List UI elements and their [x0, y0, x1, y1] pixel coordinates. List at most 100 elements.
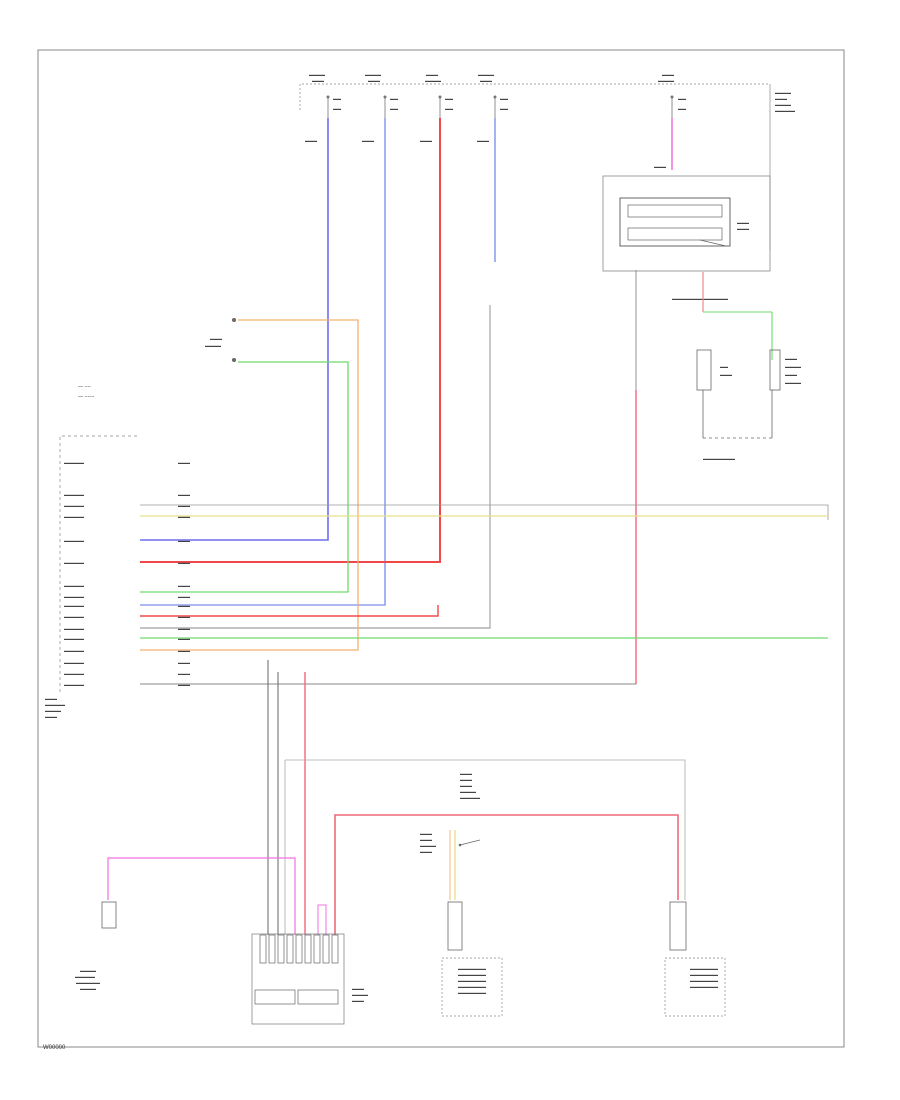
pressure-switch-block: ▬▬▬▬▬▬▬▬▬▬▬▬▬▬ ▬▬▬▬▬ ▬▬▬▬▬▬▬ ▬▬▬▬▬▬▬ ▬▬▬…	[672, 272, 801, 461]
wire-red-3	[140, 118, 441, 563]
control-module: ▬▬▬▬▬▬▬▬ ▬▬▬▬▬▬▬	[45, 435, 138, 719]
relay-box: ▬▬▬▬▬▬ ▬▬▬	[602, 164, 771, 272]
module-pin-color: ▬▬▬	[178, 614, 190, 619]
svg-text:▬▬▬▬▬▬▬▬▬▬▬▬▬▬: ▬▬▬▬▬▬▬▬▬▬▬▬▬▬	[672, 296, 728, 301]
svg-text:▬▬: ▬▬	[500, 96, 508, 101]
module-pin-label: ▬▬▬▬▬	[64, 514, 84, 519]
module-pin-label: ▬▬▬▬▬	[64, 460, 84, 465]
wires	[107, 118, 829, 935]
legend-item-1: — ----	[78, 384, 91, 390]
module-pin-color: ▬▬▬	[178, 492, 190, 497]
svg-text:▬▬▬▬▬▬▬: ▬▬▬▬▬▬▬	[458, 978, 486, 983]
svg-text:▬▬▬▬: ▬▬▬▬	[309, 72, 325, 77]
svg-text:▬▬: ▬▬	[333, 96, 341, 101]
harness-pin	[295, 934, 303, 964]
module-pin-label: ▬▬▬▬▬	[64, 648, 84, 653]
wire-blue-1	[140, 118, 329, 541]
module-pin-color: ▬▬▬	[178, 648, 190, 653]
svg-text:▬▬: ▬▬	[500, 106, 508, 111]
svg-text:▬▬▬▬▬: ▬▬▬▬▬	[460, 795, 480, 800]
svg-text:▬▬: ▬▬	[720, 364, 728, 369]
wire-light-blue-2	[140, 118, 386, 606]
sensor-small-left: ▬▬▬▬▬▬▬	[205, 318, 236, 362]
svg-text:▬▬▬▬▬: ▬▬▬▬▬	[775, 108, 795, 113]
module-pin-label: ▬▬▬▬▬	[64, 626, 84, 631]
svg-text:▬▬: ▬▬	[678, 106, 686, 111]
svg-text:▬▬▬: ▬▬▬	[45, 696, 57, 701]
svg-text:▬▬▬: ▬▬▬	[420, 837, 432, 842]
module-pin-label: ▬▬▬▬▬	[64, 614, 84, 619]
fuse-2: ▬▬▬▬▬▬▬ ▬▬▬▬ ▬▬▬	[362, 72, 398, 143]
svg-text:▬▬▬▬▬▬▬▬: ▬▬▬▬▬▬▬▬	[703, 456, 735, 461]
svg-text:▬▬▬▬: ▬▬▬▬	[365, 72, 381, 77]
diagram-frame	[37, 49, 845, 1048]
legend-item-2: — ------	[78, 394, 95, 400]
module-pin-color: ▬▬▬	[178, 660, 190, 665]
legend: — ---- — ------	[78, 384, 95, 400]
harness-pin	[322, 934, 330, 964]
svg-text:▬▬▬: ▬▬▬	[460, 777, 472, 782]
svg-text:▬▬▬: ▬▬▬	[785, 356, 797, 361]
fuse-5: ▬▬▬▬▬▬▬ ▬▬▬▬ ▬▬▬▬▬▬▬ ▬▬▬▬▬▬▬▬▬	[658, 72, 795, 118]
module-pin-color: ▬▬▬	[178, 503, 190, 508]
module-pin-label: ▬▬▬▬▬	[64, 503, 84, 508]
svg-text:▬▬▬: ▬▬▬	[420, 849, 432, 854]
fuse-3: ▬▬▬▬▬▬▬ ▬▬▬▬ ▬▬▬	[420, 72, 453, 143]
svg-text:▬▬▬▬▬▬▬: ▬▬▬▬▬▬▬	[458, 972, 486, 977]
svg-text:▬▬▬▬: ▬▬▬▬	[658, 78, 674, 83]
wire-green-1	[140, 361, 349, 593]
svg-text:▬▬▬: ▬▬▬	[662, 72, 674, 77]
module-pin-label: ▬▬▬▬▬	[64, 583, 84, 588]
module-pin-color: ▬▬▬	[178, 594, 190, 599]
svg-text:▬▬▬: ▬▬▬	[352, 998, 364, 1003]
module-pin-label: ▬▬▬▬▬	[64, 660, 84, 665]
svg-text:▬▬▬: ▬▬▬	[720, 372, 732, 377]
harness-pin	[313, 934, 321, 964]
svg-text:▬▬▬: ▬▬▬	[312, 78, 324, 83]
wire-gray-frame	[285, 759, 686, 900]
module-pin-color: ▬▬▬	[178, 538, 190, 543]
svg-text:▬▬▬▬: ▬▬▬▬	[460, 789, 476, 794]
svg-text:▬▬▬▬: ▬▬▬▬	[420, 843, 436, 848]
svg-text:▬▬▬: ▬▬▬	[460, 783, 472, 788]
svg-text:▬▬: ▬▬	[390, 96, 398, 101]
wire-magenta-loop	[317, 904, 327, 935]
fuse-4: ▬▬▬▬▬▬▬ ▬▬▬▬ ▬▬▬	[477, 72, 508, 143]
harness-pin	[268, 934, 276, 964]
svg-text:▬▬▬▬: ▬▬▬▬	[785, 364, 801, 369]
svg-text:▬▬▬: ▬▬▬	[420, 138, 432, 143]
module-pin-label: ▬▬▬▬▬	[64, 492, 84, 497]
fuse-1: ▬▬▬▬▬▬▬ ▬▬▬▬ ▬▬▬	[305, 72, 341, 143]
harness-pin	[259, 934, 267, 964]
svg-text:▬▬▬▬: ▬▬▬▬	[775, 90, 791, 95]
svg-text:▬▬▬▬▬▬: ▬▬▬▬▬▬	[76, 980, 100, 985]
svg-text:▬▬▬: ▬▬▬	[737, 226, 749, 231]
svg-text:▬▬▬▬▬▬▬: ▬▬▬▬▬▬▬	[458, 990, 486, 995]
module-pin-color: ▬▬▬	[178, 583, 190, 588]
svg-text:▬▬▬▬: ▬▬▬▬	[775, 102, 791, 107]
svg-text:▬▬▬▬▬▬▬: ▬▬▬▬▬▬▬	[690, 972, 718, 977]
svg-text:▬▬▬: ▬▬▬	[480, 78, 492, 83]
svg-text:▬▬: ▬▬	[445, 96, 453, 101]
connector-right: ▬▬▬▬▬▬▬▬▬▬▬▬▬▬ ▬▬▬▬▬▬▬▬▬▬▬▬▬▬	[664, 901, 726, 1017]
svg-text:▬▬▬▬▬▬▬: ▬▬▬▬▬▬▬	[458, 984, 486, 989]
svg-text:▬▬▬: ▬▬▬	[305, 138, 317, 143]
svg-text:▬▬▬: ▬▬▬	[477, 138, 489, 143]
harness-pin	[304, 934, 312, 964]
module-pin-label: ▬▬▬▬▬	[64, 594, 84, 599]
svg-text:▬▬▬: ▬▬▬	[460, 771, 472, 776]
module-pin-color: ▬▬▬	[178, 636, 190, 641]
module-pin-color: ▬▬▬	[178, 671, 190, 676]
svg-text:▬▬▬: ▬▬▬	[210, 336, 222, 341]
svg-text:▬▬▬▬▬▬▬: ▬▬▬▬▬▬▬	[458, 966, 486, 971]
svg-text:▬▬▬▬: ▬▬▬▬	[80, 968, 96, 973]
module-pin-label: ▬▬▬▬▬	[64, 560, 84, 565]
svg-text:▬▬▬▬▬▬▬: ▬▬▬▬▬▬▬	[690, 984, 718, 989]
svg-text:▬▬▬▬▬: ▬▬▬▬▬	[75, 974, 95, 979]
harness-pin	[286, 934, 294, 964]
module-pin-color: ▬▬▬	[178, 514, 190, 519]
svg-text:▬▬▬▬: ▬▬▬▬	[80, 986, 96, 991]
module-pin-label: ▬▬▬▬▬	[64, 603, 84, 608]
svg-text:▬▬: ▬▬	[390, 106, 398, 111]
